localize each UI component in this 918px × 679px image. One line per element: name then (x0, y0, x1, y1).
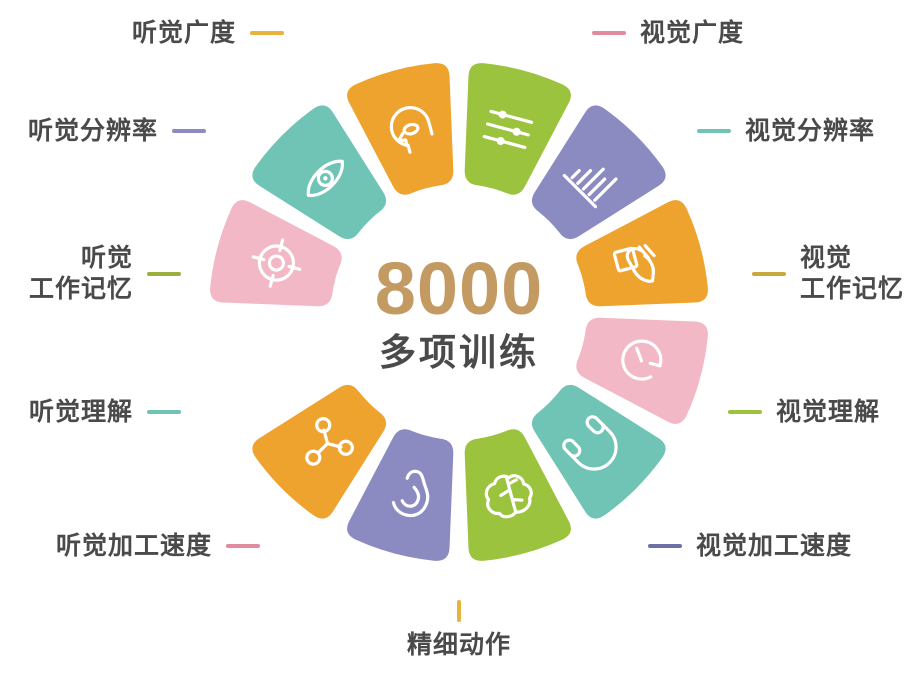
connector-dash-auditory-comprehension (147, 410, 181, 415)
label-visual-working-memory: 视觉 工作记忆 (752, 243, 904, 304)
segment-auditory-processing-speed[interactable] (576, 317, 708, 424)
label-text-visual-comprehension: 视觉理解 (776, 398, 881, 426)
label-text-visual-resolution: 视觉分辨率 (745, 117, 876, 145)
label-visual-comprehension: 视觉理解 (728, 397, 880, 428)
connector-dash-visual-span (592, 31, 626, 36)
sliders-icon (482, 109, 534, 150)
segment-auditory-comprehension[interactable] (531, 384, 666, 519)
connector-dash-visual-resolution (697, 129, 731, 134)
connector-dash-visual-processing-speed (648, 544, 682, 549)
connector-dash-visual-comprehension (728, 410, 762, 415)
label-auditory-resolution: 听觉分辨率 (28, 116, 206, 147)
label-auditory-span: 听觉广度 (132, 18, 284, 49)
eye-icon (306, 159, 344, 197)
label-visual-processing-speed: 视觉加工速度 (648, 531, 852, 562)
headphones-icon (562, 415, 618, 471)
network-node-icon (305, 417, 354, 466)
label-auditory-comprehension: 听觉理解 (29, 397, 181, 428)
ear-icon (391, 469, 430, 518)
connector-dash-auditory-working-memory (147, 271, 181, 276)
connector-dash-auditory-resolution (172, 129, 206, 134)
connector-dash-visual-working-memory (752, 271, 786, 276)
segment-auditory-working-memory[interactable] (464, 429, 571, 561)
hand-grasp-icon (612, 243, 656, 283)
label-auditory-working-memory: 听觉 工作记忆 (29, 243, 181, 304)
segment-visual-span[interactable] (210, 200, 342, 307)
label-visual-resolution: 视觉分辨率 (697, 116, 875, 147)
label-text-auditory-span: 听觉广度 (131, 19, 236, 47)
label-visual-span: 视觉广度 (592, 18, 744, 49)
segment-fine-motor[interactable] (576, 200, 708, 307)
brain-icon (484, 474, 533, 519)
label-text-visual-working-memory: 视觉 工作记忆 (800, 244, 905, 303)
connector-dash-fine-motor (457, 600, 461, 622)
label-fine-motor: 精细动作 (0, 600, 918, 661)
bar-chart-icon (562, 167, 618, 209)
label-text-auditory-working-memory: 听觉 工作记忆 (28, 244, 133, 303)
label-text-auditory-processing-speed: 听觉加工速度 (55, 532, 212, 560)
connector-dash-auditory-span (250, 31, 284, 36)
head-profile-icon (389, 106, 434, 154)
segment-auditory-resolution[interactable] (347, 429, 454, 561)
target-icon (251, 238, 302, 288)
label-auditory-processing-speed: 听觉加工速度 (56, 531, 260, 562)
label-text-fine-motor: 精细动作 (406, 631, 511, 659)
connector-dash-auditory-processing-speed (226, 544, 260, 549)
label-text-visual-processing-speed: 视觉加工速度 (696, 532, 853, 560)
label-text-auditory-resolution: 听觉分辨率 (27, 117, 158, 145)
segment-visual-working-memory[interactable] (347, 63, 454, 195)
label-text-auditory-comprehension: 听觉理解 (28, 398, 133, 426)
label-text-visual-span: 视觉广度 (640, 19, 745, 47)
stopwatch-icon (621, 339, 663, 381)
